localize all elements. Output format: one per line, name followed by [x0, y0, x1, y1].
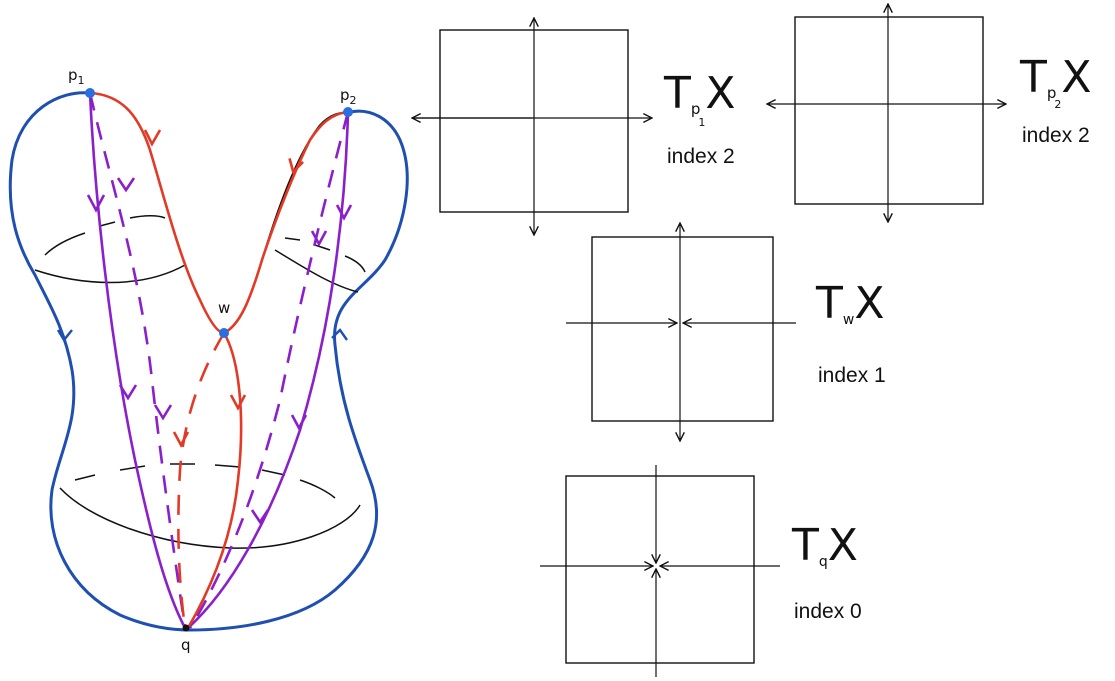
point-w [219, 328, 229, 338]
surface-figure: p1 p2 w q [8, 66, 409, 654]
tangent-label-q: TqX [791, 520, 858, 571]
surface-outline [8, 91, 409, 632]
label-p1: p1 [68, 66, 85, 87]
outline-arrow-right [331, 328, 348, 341]
index-label-q: index 0 [794, 600, 862, 623]
waist-circle [59, 487, 361, 549]
panel-tangent-w: TwX index 1 [566, 223, 886, 441]
tangent-label-w: TwX [815, 278, 885, 329]
label-q: q [181, 636, 191, 654]
left-leg-circle-back [44, 215, 166, 256]
panel-square [794, 16, 984, 205]
right-leg-circle [274, 249, 359, 293]
point-p2 [343, 107, 353, 117]
panel-tangent-q: TqX index 0 [540, 465, 862, 677]
left-leg-circle [34, 264, 186, 284]
right-leg-circle-back [284, 237, 366, 273]
index-label-p1: index 2 [667, 145, 735, 168]
index-label-p2: index 2 [1022, 124, 1090, 147]
panel-square [565, 475, 755, 664]
point-p1 [85, 88, 95, 98]
waist-circle-back [74, 463, 336, 499]
purple-flows [86, 92, 353, 629]
label-w: w [218, 299, 230, 317]
surface-crotch [89, 92, 351, 334]
label-p2: p2 [340, 86, 357, 107]
outline-arrow-left [56, 329, 73, 343]
red-flows [89, 91, 349, 629]
index-label-w: index 1 [818, 364, 886, 387]
point-q [182, 624, 190, 632]
panel-square [591, 236, 774, 422]
